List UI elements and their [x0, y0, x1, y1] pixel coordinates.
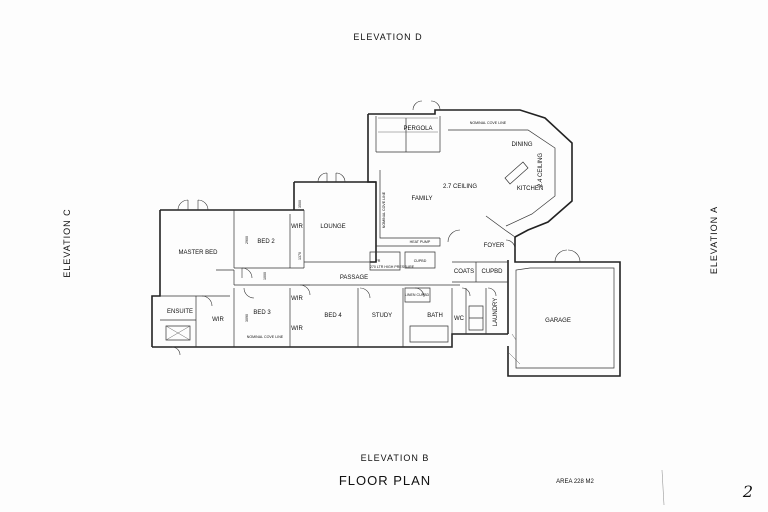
dim-bed2-width: 2900: [245, 236, 249, 244]
room-label-cupbd: CUPBD: [481, 269, 503, 275]
note-cove-side: NOMINAL COVE LINE: [382, 191, 386, 228]
room-label-dining: DINING: [512, 142, 533, 148]
room-label-ensuite: ENSUITE: [167, 309, 193, 315]
room-label-lounge: LOUNGE: [320, 224, 345, 230]
note-cupbd-small: CUPBD: [414, 259, 427, 263]
area-label: AREA 228 M2: [556, 479, 594, 485]
room-label-bed2: BED 2: [257, 239, 275, 245]
dim-wir-width: 1370: [298, 252, 302, 260]
room-label-wc: WC: [454, 316, 465, 322]
room-label-ceiling-24: 2.4 CEILING: [538, 153, 544, 187]
doors: [171, 100, 581, 356]
room-label-master-bed: MASTER BED: [178, 250, 218, 256]
margin-mark: [661, 469, 665, 506]
note-cove-bottom: NOMINAL COVE LINE: [247, 335, 284, 339]
room-label-kitchen: KITCHEN: [517, 186, 543, 192]
room-label-bed3: BED 3: [253, 310, 271, 316]
room-label-bath: BATH: [427, 313, 443, 319]
elevation-a-label: ELEVATION A: [709, 206, 719, 274]
note-fr: FR: [376, 259, 381, 263]
room-label-ceiling-27: 2.7 CEILING: [443, 184, 477, 190]
note-hws: 270 LTR HIGH PRESSURE: [370, 265, 415, 269]
room-label-study: STUDY: [372, 313, 392, 319]
note-linen: LINEN CUPBD: [405, 293, 430, 297]
room-label-foyer: FOYER: [484, 243, 505, 249]
room-label-bed4: BED 4: [324, 313, 342, 319]
elevation-c-label: ELEVATION C: [62, 208, 72, 277]
room-label-coats: COATS: [454, 269, 474, 275]
dim-lounge-width: 3500: [298, 200, 302, 208]
room-label-laundry: LAUNDRY: [493, 298, 499, 327]
room-label-wir-bed3: WIR: [291, 296, 303, 302]
room-label-passage: PASSAGE: [340, 275, 368, 281]
room-label-garage: GARAGE: [545, 318, 571, 324]
dim-bed3-width: 3090: [245, 314, 249, 322]
page-number: 2: [742, 482, 753, 501]
elevation-d-label: ELEVATION D: [353, 32, 422, 42]
dim-hall-width: 1000: [263, 272, 267, 280]
room-label-wir-bed4: WIR: [291, 326, 303, 332]
room-label-wir-master: WIR: [212, 317, 224, 323]
elevation-b-label: ELEVATION B: [361, 453, 430, 463]
room-label-family: FAMILY: [412, 196, 433, 202]
note-heat-pump: HEAT PUMP: [410, 240, 431, 244]
exterior-walls: [151, 109, 621, 377]
plan-title: FLOOR PLAN: [339, 473, 431, 488]
interior-walls: [160, 116, 615, 369]
room-label-wir-bed2: WIR: [291, 224, 303, 230]
room-label-pergola: PERGOLA: [403, 126, 432, 132]
note-cove-top: NOMINAL COVE LINE: [470, 121, 507, 125]
